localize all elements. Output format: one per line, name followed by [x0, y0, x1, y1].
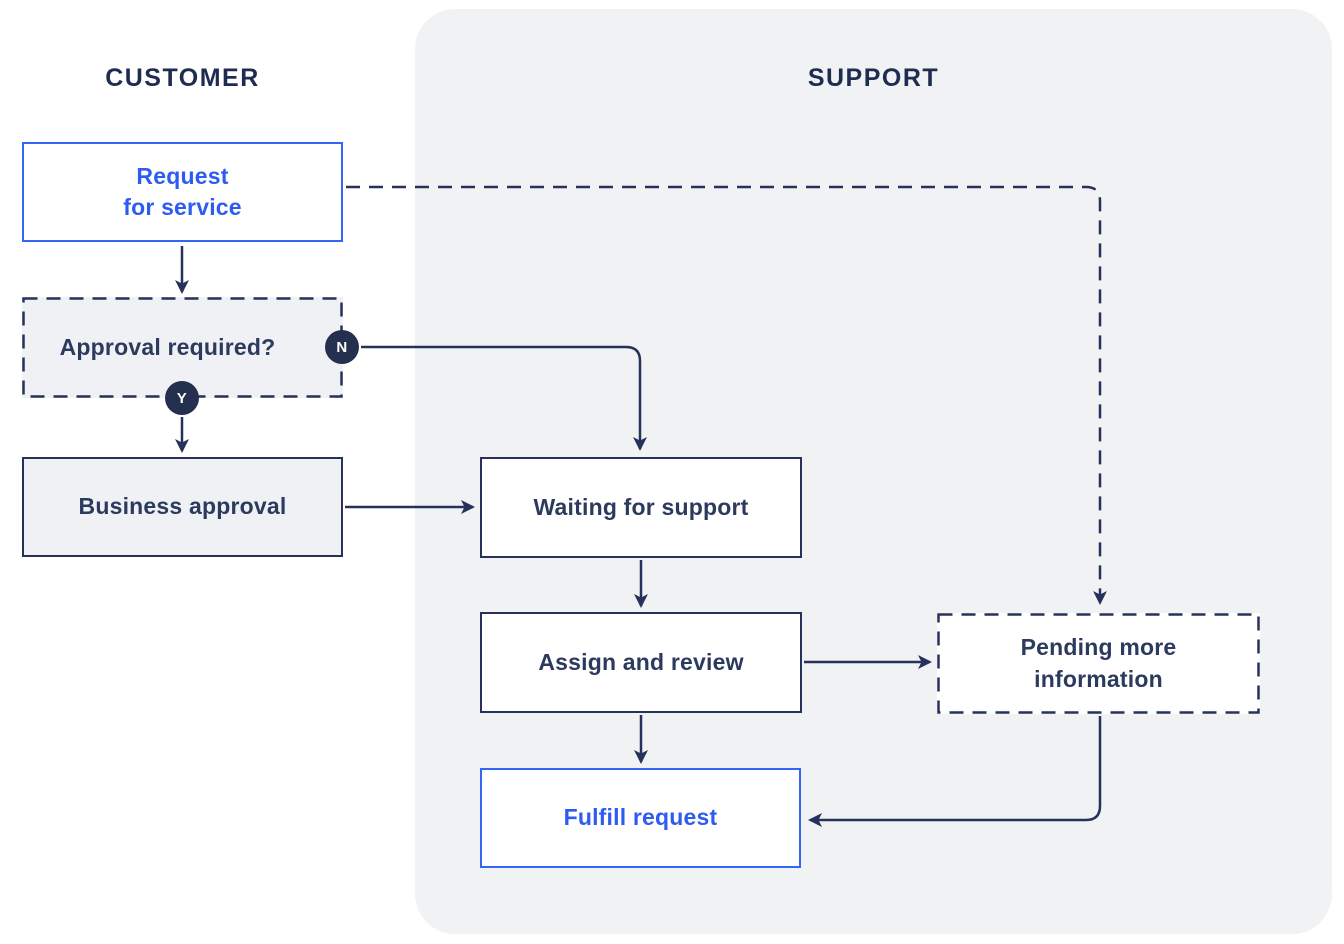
lane-title-support: SUPPORT [807, 64, 940, 92]
node-assign-and-review: Assign and review [480, 612, 802, 713]
node-pending-more-information: Pending more information [937, 613, 1260, 714]
badge-yes: Y [165, 381, 199, 415]
node-waiting-for-support: Waiting for support [480, 457, 802, 558]
node-fulfill-request: Fulfill request [480, 768, 801, 868]
node-request-for-service: Request for service [22, 142, 343, 242]
badge-no: N [325, 330, 359, 364]
node-business-approval: Business approval [22, 457, 343, 557]
lane-title-customer: CUSTOMER [105, 64, 260, 92]
